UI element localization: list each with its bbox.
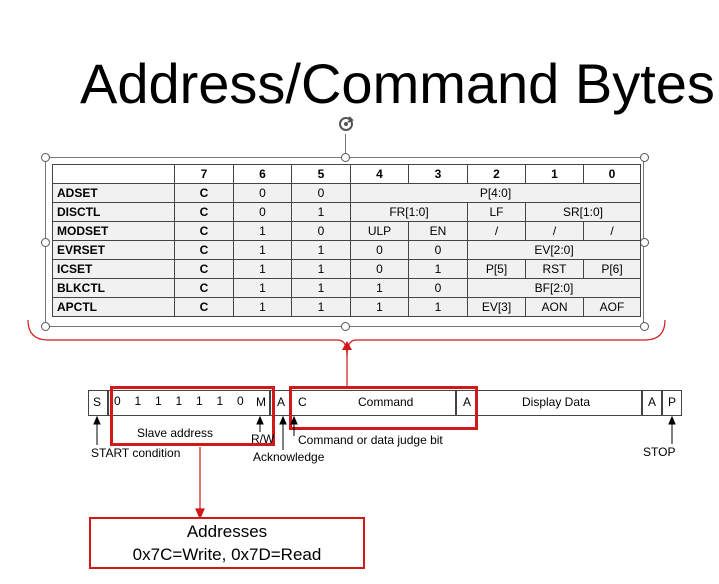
frame-ack3: A xyxy=(648,395,657,409)
table-cell: P[5] xyxy=(467,259,526,279)
frame-command-cell xyxy=(290,390,456,416)
address-bit: 1 xyxy=(155,394,162,408)
table-cell: AON xyxy=(525,297,584,317)
table-cell: LF xyxy=(467,202,526,222)
table-cell: / xyxy=(583,221,641,241)
frame-cmd-c: C xyxy=(298,395,307,409)
table-cell: SR[1:0] xyxy=(525,202,641,222)
table-cell: 0 xyxy=(350,240,409,260)
table-cell: P[6] xyxy=(583,259,641,279)
table-cell: 1 xyxy=(350,297,409,317)
judge-bit-label: Command or data judge bit xyxy=(298,433,443,447)
addresses-heading: Addresses xyxy=(186,522,268,541)
table-cell: EN xyxy=(408,221,468,241)
table-cell: C xyxy=(174,259,234,279)
resize-handle-bottom-left[interactable] xyxy=(41,322,50,331)
address-bit: 1 xyxy=(216,394,224,408)
table-cell: 1 xyxy=(233,278,292,298)
register-name: APCTL xyxy=(52,297,175,317)
resize-handle-top-left[interactable] xyxy=(41,153,50,162)
bit-header: 3 xyxy=(408,164,468,184)
table-cell: 1 xyxy=(408,297,468,317)
stop-label: STOP xyxy=(643,445,676,459)
register-name: ADSET xyxy=(52,183,175,203)
frame-stop-cell xyxy=(662,390,682,416)
start-condition-label: START condition xyxy=(91,446,181,460)
resize-handle-top-middle[interactable] xyxy=(341,153,350,162)
command-arrow-icon xyxy=(342,341,352,388)
frame-address-cell xyxy=(108,390,270,416)
bit-header: 4 xyxy=(350,164,409,184)
table-cell: 1 xyxy=(233,297,292,317)
table-cell: 0 xyxy=(408,278,468,298)
register-name: MODSET xyxy=(52,221,175,241)
table-cell: C xyxy=(174,297,234,317)
register-name: DISCTL xyxy=(52,202,175,222)
bit-header: 6 xyxy=(233,164,292,184)
frame-start: S xyxy=(93,395,102,409)
table-cell: 0 xyxy=(291,221,351,241)
bit-header: 1 xyxy=(525,164,584,184)
command-highlight-box xyxy=(289,386,478,430)
rw-label: R/W xyxy=(251,432,275,446)
slave-address-label: Slave address xyxy=(137,426,214,440)
addresses-box xyxy=(89,517,365,569)
frame-mode-bit: M xyxy=(256,395,266,409)
slide-title: Address/Command Bytes xyxy=(80,52,715,115)
frame-stop: P xyxy=(668,395,677,409)
resize-handle-top-right[interactable] xyxy=(640,153,649,162)
table-cell: 1 xyxy=(291,297,351,317)
table-cell: C xyxy=(174,183,234,203)
table-cell: EV[2:0] xyxy=(467,240,641,260)
frame-display-data: Display Data xyxy=(522,395,591,409)
bit-header: 2 xyxy=(467,164,526,184)
address-bit: 1 xyxy=(175,394,183,408)
acknowledge-label: Acknowledge xyxy=(253,450,325,464)
frame-ack2: A xyxy=(463,395,472,409)
rotate-handle-icon[interactable] xyxy=(336,114,356,134)
resize-handle-bottom-middle[interactable] xyxy=(341,322,350,331)
address-bit: 1 xyxy=(134,394,142,408)
register-name: ICSET xyxy=(52,259,175,279)
rotate-connector xyxy=(345,134,346,157)
table-cell: FR[1:0] xyxy=(350,202,468,222)
resize-handle-middle-right[interactable] xyxy=(640,238,649,247)
register-name: BLKCTL xyxy=(52,278,175,298)
address-bit: 1 xyxy=(196,394,203,408)
table-cell: 0 xyxy=(350,259,409,279)
table-cell: 0 xyxy=(408,240,468,260)
address-bit: 0 xyxy=(237,394,244,408)
table-cell: 0 xyxy=(233,183,292,203)
resize-handle-bottom-right[interactable] xyxy=(640,322,649,331)
table-cell: / xyxy=(525,221,584,241)
resize-handle-middle-left[interactable] xyxy=(41,238,50,247)
table-cell: RST xyxy=(525,259,584,279)
frame-start-cell xyxy=(88,390,108,416)
address-bit: 0 xyxy=(114,394,121,408)
table-cell: EV[3] xyxy=(467,297,526,317)
table-cell: 1 xyxy=(291,202,351,222)
table-cell: 1 xyxy=(291,259,351,279)
table-cell: AOF xyxy=(583,297,641,317)
frame-ack1: A xyxy=(277,395,286,409)
addresses-values: 0x7C=Write, 0x7D=Read xyxy=(132,545,322,564)
frame-display-data-cell xyxy=(476,390,642,416)
frame-ack3-cell xyxy=(642,390,662,416)
frame-command: Command xyxy=(358,395,414,409)
table-cell: 0 xyxy=(291,183,351,203)
table-cell: 1 xyxy=(233,259,292,279)
address-highlight-box xyxy=(110,386,275,446)
